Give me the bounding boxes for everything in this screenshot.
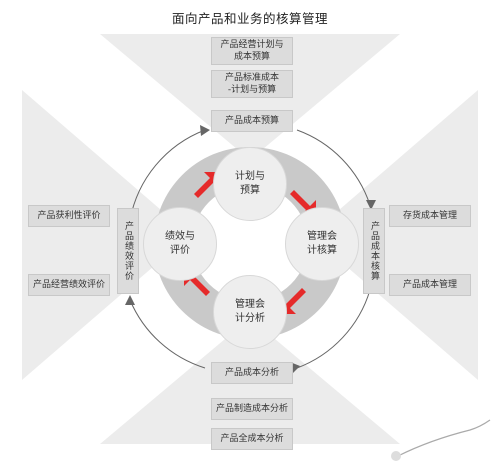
decorative-dot	[391, 451, 401, 461]
box-product-cost-management: 产品成本管理	[389, 274, 471, 296]
outer-arc-top-left	[129, 129, 206, 221]
decorative-curve	[397, 419, 491, 457]
box-product-accounting-vertical: 产品成本核算	[363, 208, 385, 294]
outer-arc-top-right	[296, 129, 371, 206]
outer-arrowhead-left	[125, 295, 135, 305]
node-management-accounting: 管理会 计核算	[285, 207, 359, 281]
box-cost-analysis: 产品成本分析	[211, 362, 293, 384]
box-profitability-evaluation: 产品获利性评价	[28, 205, 110, 227]
vertical-label-right: 产品成本核算	[369, 221, 379, 281]
box-product-plan-budget: 产品经营计划与 成本预算	[211, 37, 293, 65]
box-standard-cost: 产品标准成本 -计划与预算	[211, 70, 293, 98]
node-plan-budget: 计划与 预算	[213, 147, 287, 221]
outer-arc-bottom-left	[129, 299, 206, 369]
outer-arrowhead-right	[366, 200, 376, 210]
right-triangle	[310, 90, 478, 380]
vertical-label-left: 产品绩效评价	[123, 221, 133, 281]
outer-arc-bottom-right	[296, 289, 371, 369]
box-inventory-cost: 存货成本管理	[389, 205, 471, 227]
box-product-performance-vertical: 产品绩效评价	[117, 208, 139, 294]
left-triangle	[22, 90, 190, 380]
outer-arrowhead-top	[200, 125, 210, 136]
box-manufacturing-cost-analysis: 产品制造成本分析	[211, 398, 293, 420]
node-management-analysis: 管理会 计分析	[213, 275, 287, 349]
page-title: 面向产品和业务的核算管理	[171, 11, 328, 26]
node-performance-evaluation: 绩效与 评价	[143, 207, 217, 281]
box-performance-evaluation: 产品经营绩效评价	[28, 274, 110, 296]
box-full-cost-analysis: 产品全成本分析	[211, 428, 293, 450]
cycle-ring-hole	[192, 185, 308, 301]
box-cost-budget: 产品成本预算	[211, 110, 293, 132]
